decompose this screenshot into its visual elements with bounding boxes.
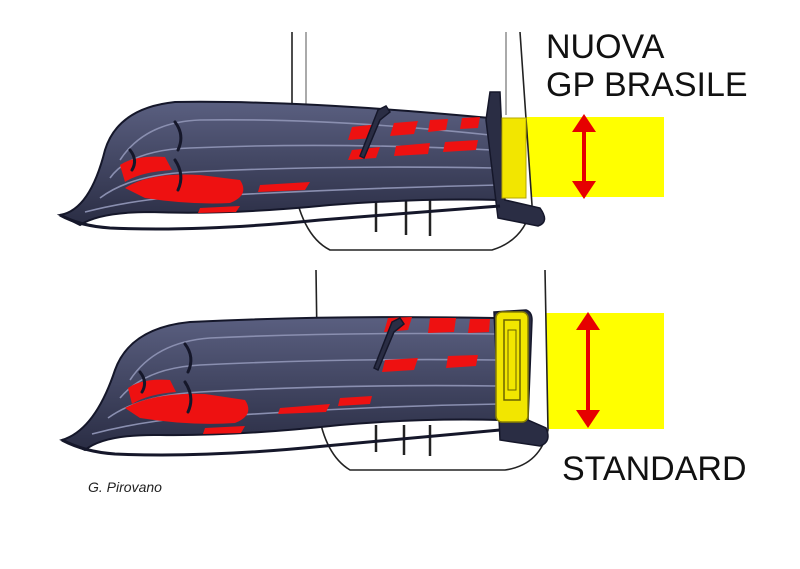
standard-spec-label: STANDARD bbox=[562, 450, 747, 488]
flap-adjuster-bottom bbox=[373, 317, 406, 372]
standard-wing-illustration bbox=[59, 269, 664, 471]
flap-adjuster-top bbox=[359, 105, 392, 160]
red-livery-bottom bbox=[125, 317, 490, 434]
endplate-top bbox=[485, 91, 546, 227]
new-wing-illustration bbox=[56, 31, 664, 251]
new-spec-label-line1: NUOVA bbox=[546, 28, 665, 66]
height-arrow-top bbox=[572, 114, 596, 199]
artist-credit: G. Pirovano bbox=[88, 479, 162, 495]
new-spec-label-line2: GP BRASILE bbox=[546, 66, 748, 104]
height-arrow-bottom bbox=[576, 312, 600, 428]
